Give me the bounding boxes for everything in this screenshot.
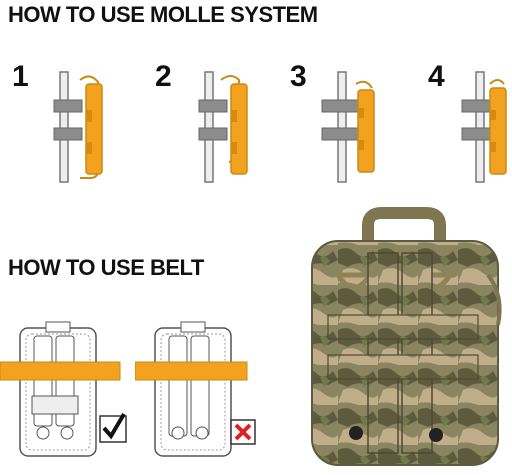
camo-pouch-image [311,207,502,466]
molle-step-2-illustration [198,71,248,183]
step-2-number: 2 [155,60,172,93]
check-mark-icon [102,412,126,440]
molle-step-4-illustration [461,71,507,183]
belt-wrong-illustration [135,321,256,457]
molle-title: HOW TO USE MOLLE SYSTEM [8,2,318,27]
belt-correct-illustration [0,321,127,457]
step-3-number: 3 [290,60,307,93]
molle-step-1-illustration [53,71,103,183]
x-mark-icon [234,423,252,441]
molle-step-3-illustration [321,71,375,183]
step-1-number: 1 [12,60,29,93]
belt-title: HOW TO USE BELT [8,255,204,280]
step-4-number: 4 [428,60,445,93]
